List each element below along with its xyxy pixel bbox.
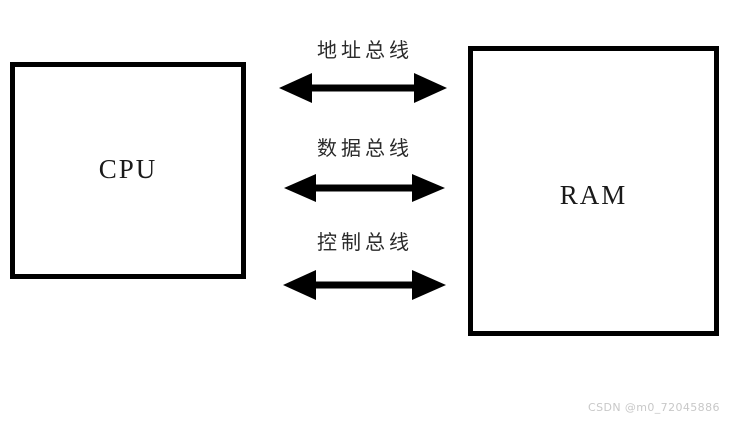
cpu-box: CPU	[10, 62, 246, 279]
address-bus-group: 地址总线	[272, 38, 454, 104]
control-bus-label: 控制总线	[317, 230, 413, 254]
data-bus-group: 数据总线	[272, 136, 454, 204]
csdn-watermark: CSDN @m0_72045886	[588, 401, 720, 414]
data-bus-label: 数据总线	[317, 136, 413, 160]
data-bus-bidirectional-arrow-icon	[284, 174, 445, 202]
address-bus-label: 地址总线	[317, 38, 413, 62]
address-bus-bidirectional-arrow-icon	[279, 73, 447, 103]
control-bus-bidirectional-arrow-icon	[283, 270, 446, 300]
cpu-label: CPU	[98, 154, 158, 184]
ram-box: RAM	[468, 46, 719, 336]
control-bus-group: 控制总线	[272, 230, 454, 302]
ram-label: RAM	[559, 179, 628, 210]
